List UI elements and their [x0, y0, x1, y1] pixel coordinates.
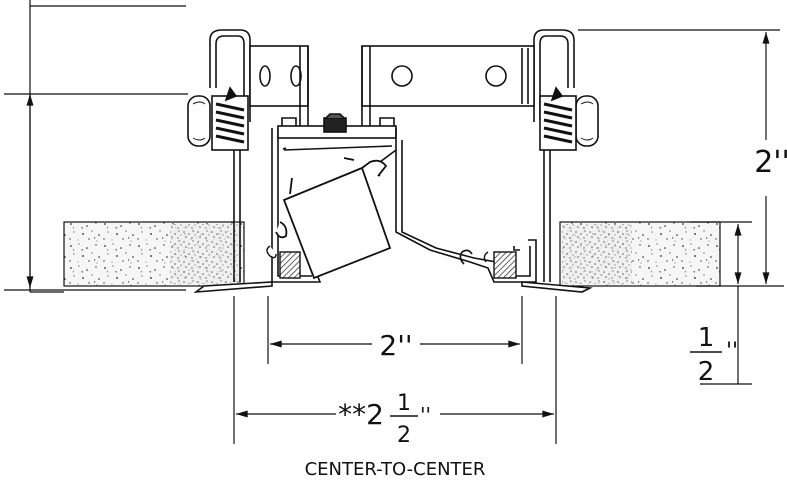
center-to-center-denominator: 2 — [397, 423, 411, 448]
ceiling-thickness-unit: '' — [726, 339, 738, 364]
left-bracket — [249, 45, 309, 132]
ceiling-right — [559, 221, 721, 287]
dimension-center-to-center: **2 1 2 '' — [338, 391, 431, 448]
inner-opening-label: 2'' — [379, 329, 412, 362]
dimension-ceiling-thickness: 1 2 '' — [690, 323, 738, 387]
overall-height-label: 2'' — [754, 145, 787, 180]
ceiling-thickness-denominator: 2 — [698, 357, 715, 387]
left-clip — [209, 29, 251, 283]
right-clip — [533, 29, 575, 282]
right-bracket — [361, 45, 535, 132]
center-to-center-numerator: 1 — [397, 391, 411, 416]
center-to-center-unit: '' — [420, 403, 431, 427]
ceiling-left — [63, 221, 245, 287]
center-to-center-whole: **2 — [338, 398, 384, 431]
dimension-arrows — [26, 32, 770, 418]
ceiling-thickness-numerator: 1 — [698, 323, 715, 353]
lamp-housing — [275, 157, 392, 280]
dimension-overall-height: 2'' — [754, 145, 787, 180]
right-gasket — [483, 251, 517, 279]
left-screw — [187, 86, 249, 151]
left-gasket — [266, 245, 301, 279]
dimension-inner-opening: 2'' — [379, 329, 412, 362]
trim-flanges — [193, 281, 593, 294]
right-screw — [539, 86, 599, 151]
center-to-center-caption: CENTER-TO-CENTER — [305, 459, 486, 480]
